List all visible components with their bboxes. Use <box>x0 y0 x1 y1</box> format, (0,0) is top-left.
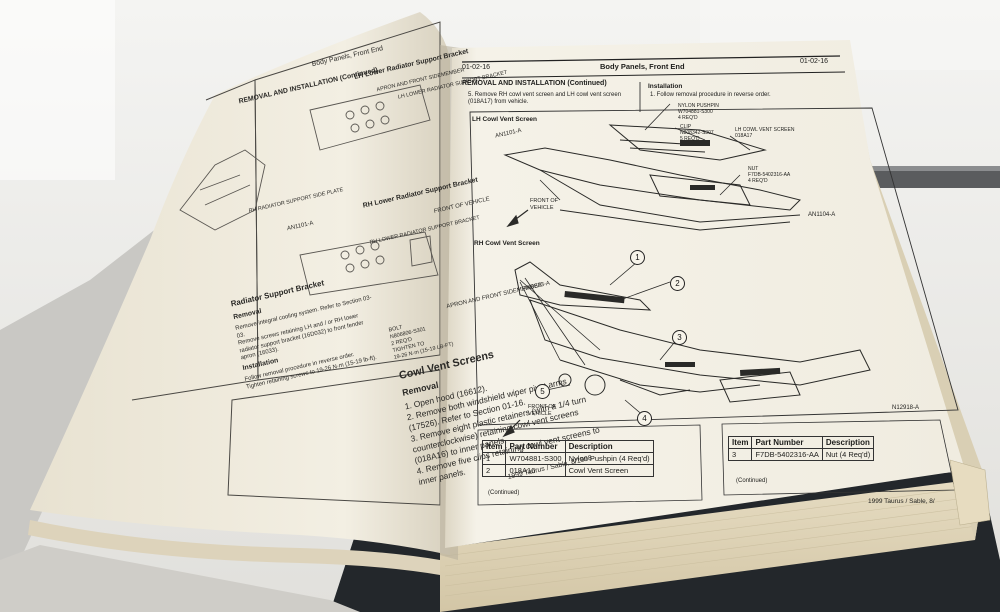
callout-line: W704881-S300 <box>678 109 713 115</box>
table-cell: 2 <box>481 464 507 477</box>
callout-line: LH COWL VENT SCREEN <box>735 127 795 133</box>
lh-cowl-screen-callout: LH COWL VENT SCREEN 018A17 <box>735 127 794 139</box>
right-footer: 1999 Taurus / Sable, 8/ <box>868 498 935 505</box>
table-header-item: Item <box>481 440 507 453</box>
table-cell: W704881-S300 <box>505 452 566 465</box>
table-cell: F7DB-5402316-AA <box>751 448 823 461</box>
callout-2: 2 <box>670 276 685 291</box>
table-header-item: Item <box>727 436 753 449</box>
callout-line: CLIP <box>680 124 692 130</box>
parts-table-right: Item Part Number Description 3 F7DB-5402… <box>727 436 875 461</box>
callout-line: 5 REQ'D <box>680 136 700 142</box>
table-cell: Cowl Vent Screen <box>564 464 654 477</box>
callout-1: 1 <box>630 250 645 265</box>
table-header-description: Description <box>564 440 654 453</box>
right-header-right: 01-02-16 <box>800 58 829 65</box>
table-cell: 018A16 <box>505 464 566 477</box>
figure-an1104: AN1104-A <box>808 212 836 218</box>
right-installation-heading: Installation <box>648 83 683 90</box>
callout-line: 018A17 <box>735 133 753 139</box>
callout-3: 3 <box>672 330 687 345</box>
right-header-left: 01-02-16 <box>462 64 491 71</box>
callout-line: N808342-S307 <box>680 130 714 136</box>
step-5: 5. Remove RH cowl vent screen and LH cow… <box>468 92 622 105</box>
callout-4: 4 <box>637 411 652 426</box>
table-cell: 3 <box>727 448 753 461</box>
table-row: 3 F7DB-5402316-AA Nut (4 Req'd) <box>727 448 875 461</box>
continued-left: (Continued) <box>488 490 520 496</box>
clip-callout: CLIP N808342-S307 5 REQ'D <box>680 124 714 142</box>
table-row: 2 018A16 Cowl Vent Screen <box>481 464 654 477</box>
callout-line: F7DB-5402316-AA <box>748 172 791 178</box>
nut-callout: NUT F7DB-5402316-AA 4 REQ'D <box>748 166 790 184</box>
front-of-vehicle-rh: FRONT OF VEHICLE <box>528 404 557 417</box>
rh-cowl-vent-heading: RH Cowl Vent Screen <box>474 240 540 247</box>
table-header-part-number: Part Number <box>751 436 823 449</box>
callout-line: 4 REQ'D <box>678 115 698 121</box>
table-cell: 1 <box>481 452 507 465</box>
lh-cowl-vent-heading: LH Cowl Vent Screen <box>472 116 538 123</box>
callout-line: NUT <box>748 166 759 172</box>
continued-right: (Continued) <box>736 478 768 484</box>
nylon-pushpin-callout: NYLON PUSHPIN W704881-S300 4 REQ'D <box>678 103 719 121</box>
right-header-title: Body Panels, Front End <box>600 62 685 71</box>
callout-line: NYLON PUSHPIN <box>678 103 719 109</box>
table-cell: Nut (4 Req'd) <box>821 448 875 461</box>
table-header-part-number: Part Number <box>505 440 566 453</box>
figure-n12918: N12918-A <box>892 405 920 411</box>
table-cell: Nylon Pushpin (4 Req'd) <box>564 452 654 465</box>
right-installation-step: 1. Follow removal procedure in reverse o… <box>650 92 771 98</box>
table-row: 1 W704881-S300 Nylon Pushpin (4 Req'd) <box>481 452 654 465</box>
table-header-description: Description <box>821 436 875 449</box>
right-section-title: REMOVAL AND INSTALLATION (Continued) <box>462 80 607 87</box>
callout-5: 5 <box>535 384 550 399</box>
callout-line: 4 REQ'D <box>748 178 768 184</box>
parts-table-left: Item Part Number Description 1 W704881-S… <box>481 440 654 477</box>
front-of-vehicle-lh: FRONT OF VEHICLE <box>530 198 559 211</box>
